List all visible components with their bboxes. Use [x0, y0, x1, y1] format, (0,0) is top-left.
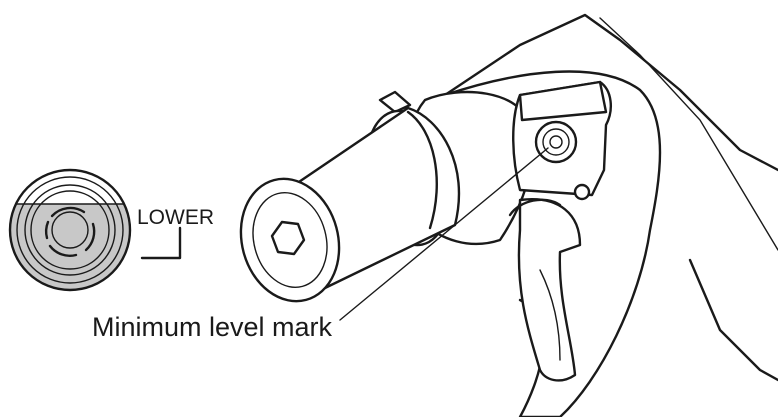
- lower-label: LOWER: [137, 206, 214, 229]
- handlebar-assembly: [239, 13, 778, 417]
- minimum-level-label: Minimum level mark: [92, 312, 333, 342]
- minimum-level-leader-line: [339, 147, 549, 321]
- reservoir-inspection-window: [534, 120, 578, 164]
- lower-callout: LOWER: [137, 206, 214, 260]
- arm-outline: [443, 13, 778, 172]
- inspection-window-closeup: [8, 168, 132, 292]
- brake-lever: [517, 198, 582, 382]
- hex-socket-bolt: [270, 220, 306, 256]
- window-center-marks: [44, 206, 96, 257]
